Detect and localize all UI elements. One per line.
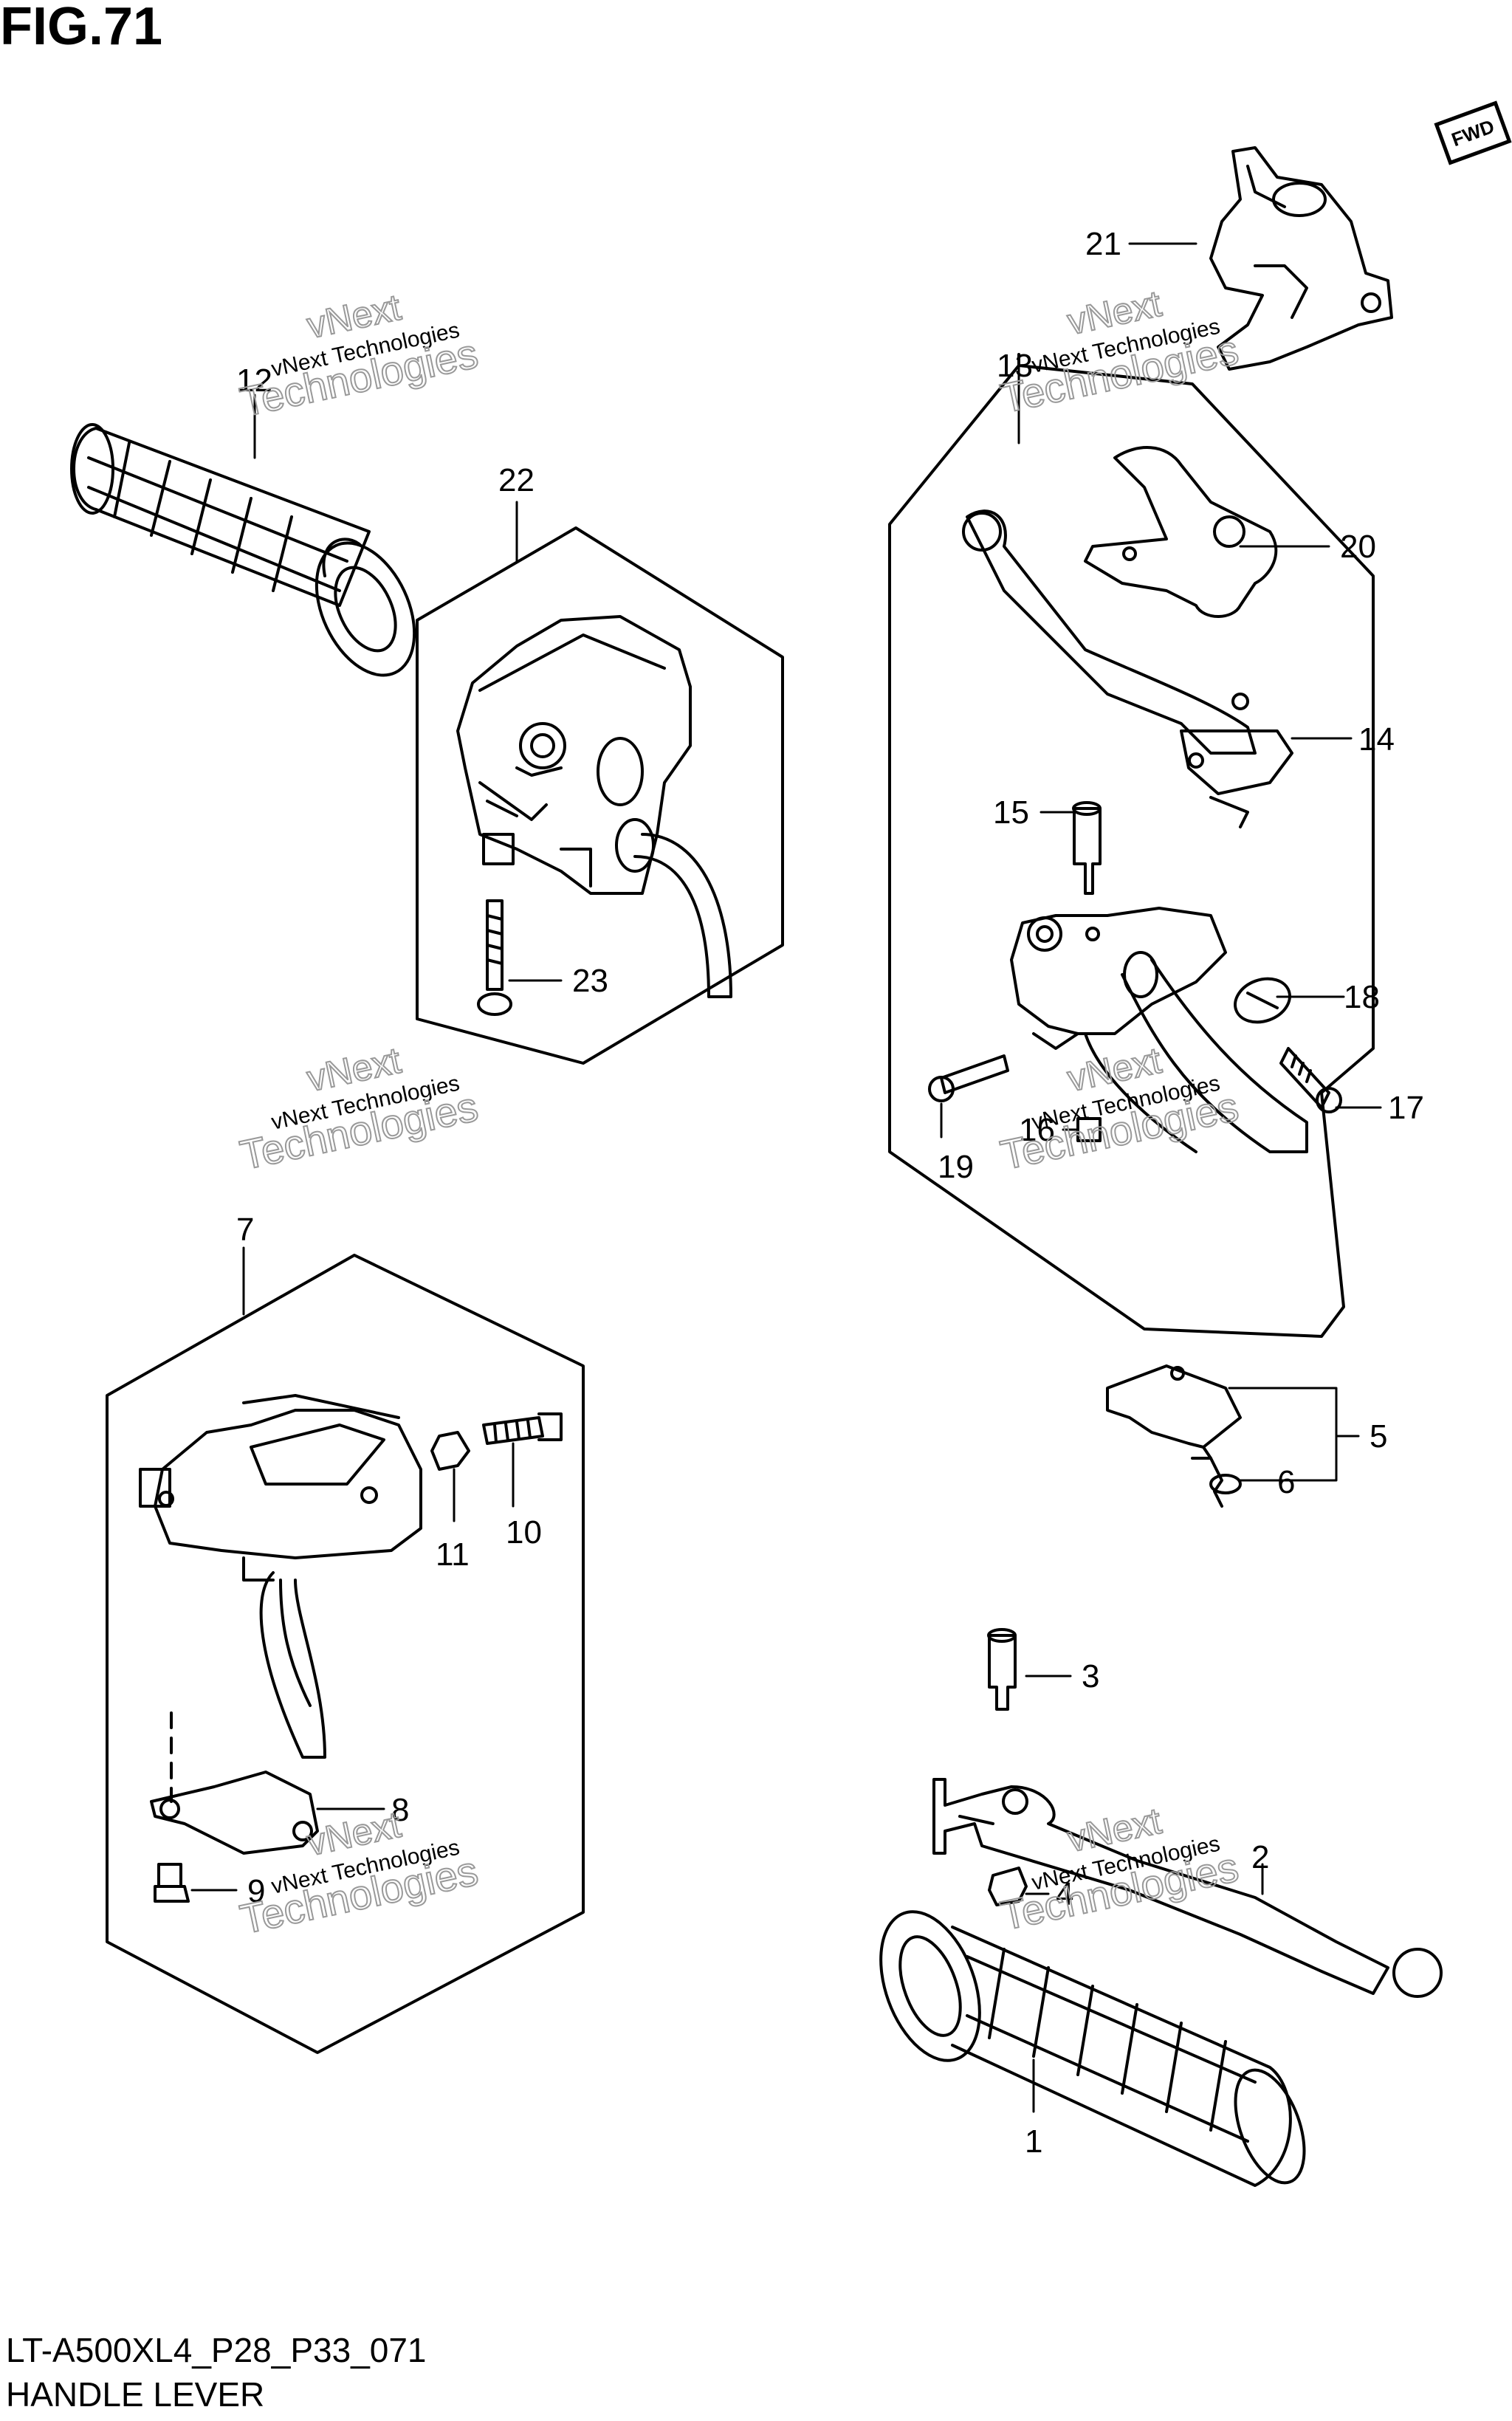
part-22-switch-box [416,526,784,1065]
part-5-brake-switch [1106,1364,1242,1508]
callout-16: 16 [1019,1112,1055,1148]
watermark-4: vNext Technologies vNext Technologies [996,1039,1243,1179]
callout-7: 7 [236,1212,254,1248]
callout-1: 1 [1025,2123,1042,2160]
watermark-3: vNext Technologies vNext Technologies [236,1039,483,1179]
callout-22: 22 [498,462,535,498]
callout-14: 14 [1358,721,1395,758]
callout-19: 19 [938,1149,974,1185]
part-12-grip [70,423,416,677]
part-1-grip [879,1910,1306,2187]
watermark-5: vNext Technologies vNext Technologies [236,1803,483,1943]
callout-13: 13 [997,348,1033,384]
part-7-throttle-box [106,1254,585,2054]
callout-15: 15 [993,794,1029,831]
part-13-lever-box [888,353,1375,1338]
callout-10: 10 [506,1514,542,1551]
part-3-bolt [987,1628,1017,1711]
watermark-2: vNext Technologies vNext Technologies [996,282,1243,422]
part-21-lever-cover [1209,146,1393,371]
callout-2: 2 [1251,1839,1269,1875]
callout-21: 21 [1085,226,1121,262]
callout-5: 5 [1370,1418,1387,1455]
callout-18: 18 [1344,979,1380,1015]
part-2-lever [932,1778,1443,1998]
leader-lines [190,242,1382,2113]
drawing-code: LT-A500XL4_P28_P33_071 [6,2331,427,2369]
figure-name: HANDLE LEVER [6,2375,265,2414]
callout-20: 20 [1340,529,1376,565]
callout-11: 11 [436,1536,470,1573]
callout-12: 12 [236,363,272,399]
callout-3: 3 [1082,1658,1099,1694]
callout-6: 6 [1277,1464,1295,1500]
callout-17: 17 [1388,1090,1424,1126]
callout-9: 9 [247,1873,265,1909]
callout-23: 23 [572,963,608,999]
callout-8: 8 [391,1792,409,1828]
watermark-1: vNext Technologies vNext Technologies [236,286,483,426]
callout-4: 4 [1056,1876,1073,1912]
figure-title: FIG.71 [0,0,163,56]
